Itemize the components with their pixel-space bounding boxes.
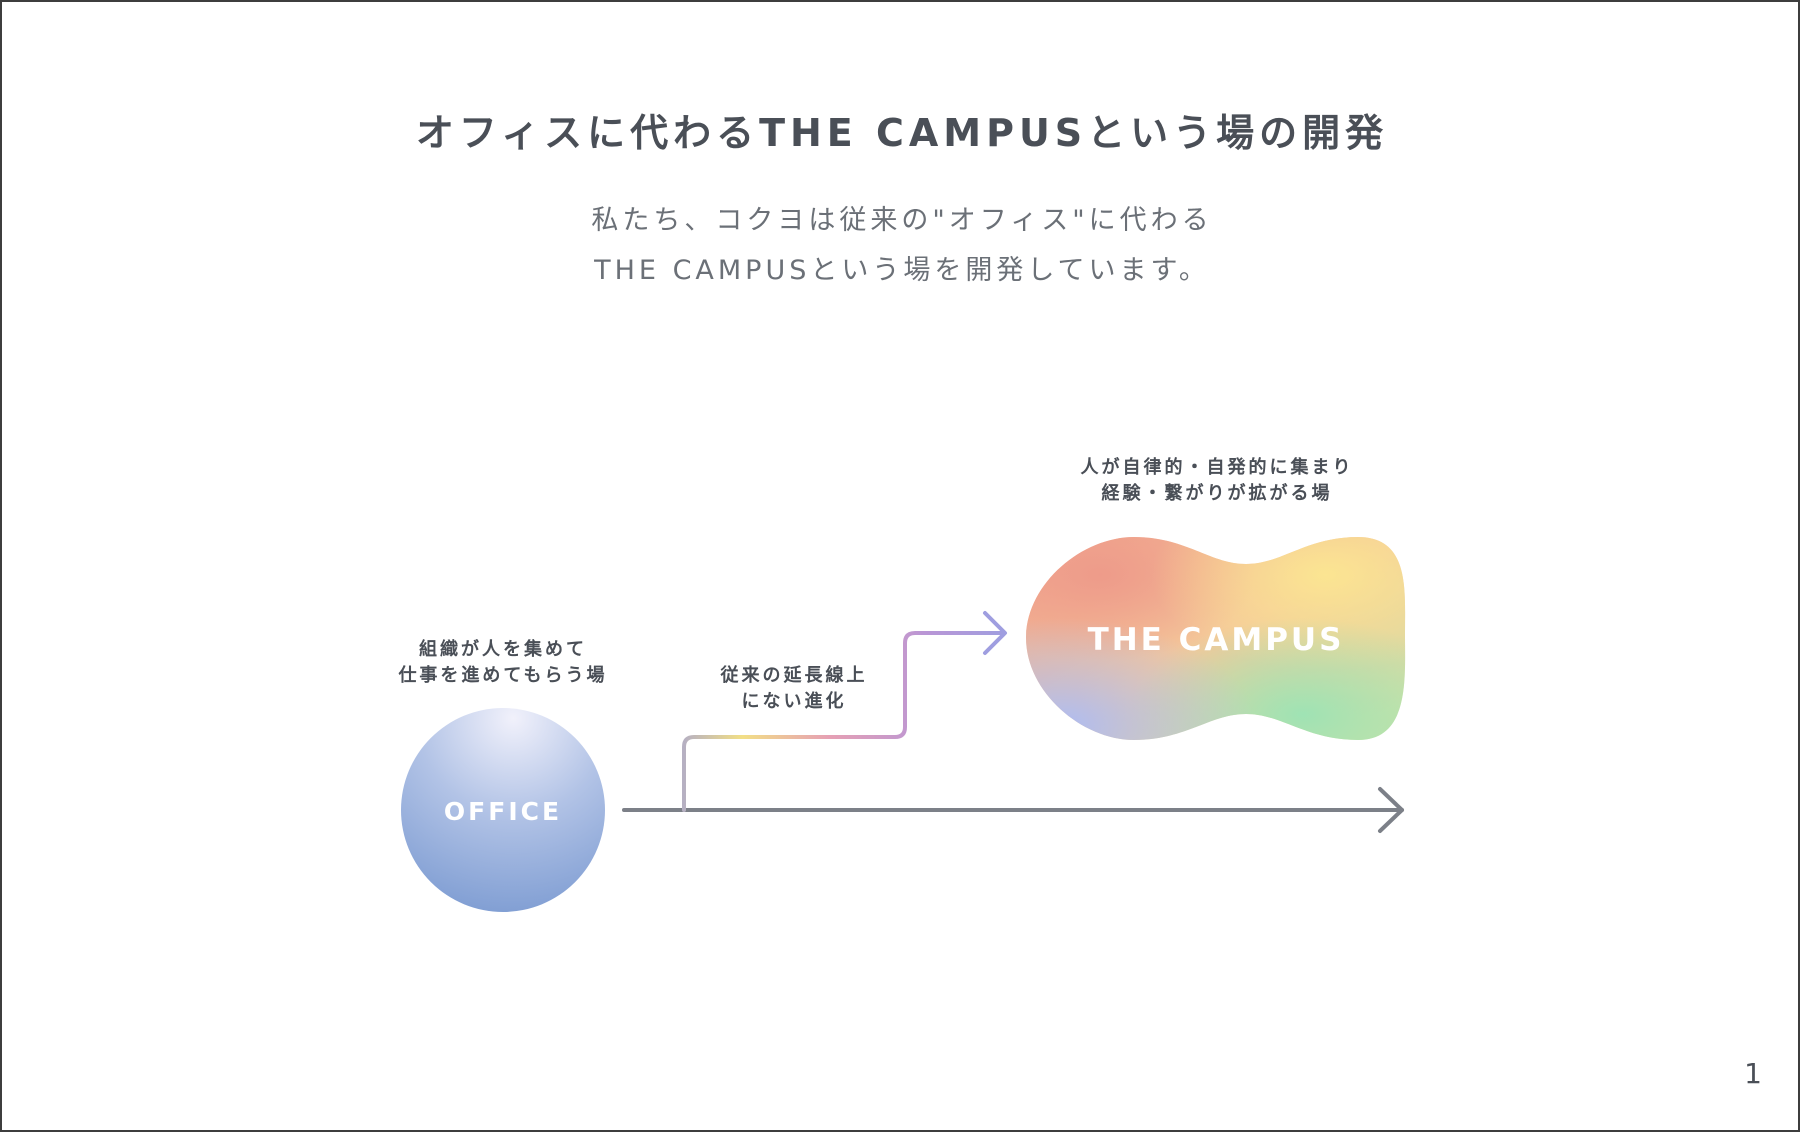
subtitle-line-1: 私たち、コクヨは従来の"オフィス"に代わる (591, 205, 1213, 236)
office-circle (401, 708, 605, 912)
evolution-arrowhead (983, 611, 1007, 655)
campus-caption-line-1: 人が自律的・自発的に集まり (1080, 457, 1354, 478)
office-caption-line-2: 仕事を進めてもらう場 (398, 665, 608, 686)
office-caption: 組織が人を集めて 仕事を進めてもらう場 (368, 637, 638, 689)
path-caption: 従来の延長線上 にない進化 (674, 663, 914, 715)
path-caption-line-1: 従来の延長線上 (720, 665, 868, 686)
office-label: OFFICE (444, 797, 562, 826)
office-caption-line-1: 組織が人を集めて (419, 639, 587, 660)
page-title: オフィスに代わるTHE CAMPUSという場の開発 (415, 111, 1389, 155)
campus-label: THE CAMPUS (1088, 622, 1345, 658)
path-caption-line-2: にない進化 (741, 691, 847, 712)
campus-caption: 人が自律的・自発的に集まり 経験・繋がりが拡がる場 (1042, 455, 1392, 507)
campus-blob (1026, 537, 1406, 740)
campus-caption-line-2: 経験・繋がりが拡がる場 (1101, 483, 1333, 504)
timeline-arrowhead (1378, 787, 1404, 833)
subtitle-line-2: THE CAMPUSという場を開発しています。 (594, 255, 1210, 286)
page-number: 1 (1744, 1057, 1762, 1090)
evolution-path (682, 631, 1005, 812)
